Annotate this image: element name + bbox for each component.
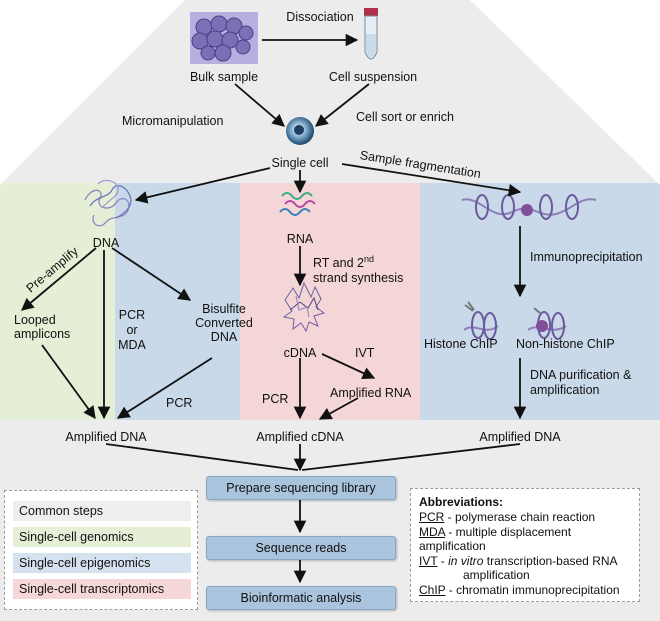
abbreviations-box: Abbreviations: PCR - polymerase chain re…: [410, 488, 640, 602]
cell-suspension-label: Cell suspension: [328, 70, 418, 84]
test-tube-icon: [364, 8, 378, 60]
rt-synthesis-label: RT and 2nd strand synthesis: [313, 254, 404, 286]
legend: Common steps Single-cell genomics Single…: [4, 490, 198, 610]
looped-amplicons-label: Looped amplicons: [14, 313, 71, 341]
epigenomics-region-right: [420, 183, 660, 420]
rna-label: RNA: [286, 232, 314, 246]
legend-item-common: Common steps: [13, 501, 191, 521]
single-cell-label: Single cell: [271, 156, 329, 170]
abbr-chip: ChIP - chromatin immunoprecipitation: [419, 583, 620, 597]
legend-item-genomics: Single-cell genomics: [13, 527, 191, 547]
bioinformatic-analysis-box: Bioinformatic analysis: [206, 586, 396, 610]
single-cell-icon: [286, 117, 314, 145]
transcriptomics-pcr-label: PCR: [262, 392, 289, 406]
abbr-mda: MDA - multiple displacement: [419, 525, 572, 539]
abbr-ivt: IVT - in vitro transcription-based RNA: [419, 554, 618, 568]
dissociation-label: Dissociation: [286, 10, 354, 24]
rna-strands-icon: [279, 192, 316, 216]
legend-item-epigenomics: Single-cell epigenomics: [13, 553, 191, 573]
immunoprecipitation-label: Immunoprecipitation: [530, 250, 643, 264]
micromanipulation-label: Micromanipulation: [122, 114, 224, 128]
transcriptomics-region: [240, 183, 420, 420]
bulk-sample-icon: [190, 12, 258, 64]
histone-chip-label: Histone ChIP: [424, 337, 498, 351]
dna-label: DNA: [92, 236, 120, 250]
pcr-or-mda-label: PCR or MDA: [118, 308, 146, 352]
legend-item-transcriptomics: Single-cell transcriptomics: [13, 579, 191, 599]
amplified-dna-left-label: Amplified DNA: [65, 430, 147, 444]
genomics-pcr-label: PCR: [166, 396, 193, 410]
dna-purification-label: DNA purification & amplification: [530, 368, 632, 397]
cdna-label: cDNA: [283, 346, 317, 360]
abbr-ivt-cont: amplification: [463, 568, 530, 582]
amplified-rna-label: Amplified RNA: [330, 386, 412, 400]
prepare-library-box: Prepare sequencing library: [206, 476, 396, 500]
non-histone-chip-icon: [527, 307, 567, 340]
dna-coil-icon: [84, 179, 132, 227]
cell-sort-label: Cell sort or enrich: [356, 110, 454, 124]
amplified-cdna-label: Amplified cDNA: [256, 430, 344, 444]
sequence-reads-box: Sequence reads: [206, 536, 396, 560]
histone-chip-icon: [463, 301, 499, 340]
bulk-sample-label: Bulk sample: [189, 70, 259, 84]
bisulfite-converted-label: Bisulfite Converted DNA: [195, 302, 253, 344]
ivt-label: IVT: [355, 346, 375, 360]
abbr-pcr: PCR - polymerase chain reaction: [419, 510, 596, 524]
amplified-dna-right-label: Amplified DNA: [479, 430, 561, 444]
genomics-region: [0, 183, 120, 420]
non-histone-chip-label: Non-histone ChIP: [516, 337, 615, 351]
abbr-mda-cont: amplification: [419, 539, 486, 553]
abbreviations-title: Abbreviations:: [419, 495, 504, 509]
